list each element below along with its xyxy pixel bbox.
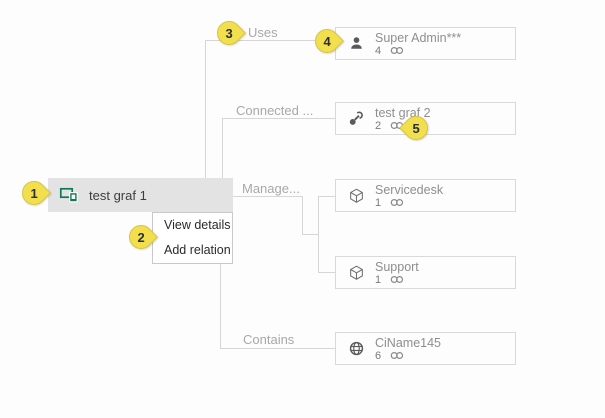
node-title: Servicedesk bbox=[375, 182, 444, 197]
link-icon[interactable] bbox=[390, 46, 404, 55]
cube-icon bbox=[348, 187, 365, 205]
devices-icon bbox=[59, 187, 79, 203]
connected-branch-line bbox=[222, 118, 335, 119]
menu-item-add-relation[interactable]: Add relation bbox=[164, 243, 231, 257]
connected-branch-line bbox=[222, 118, 223, 178]
root-node-test-graf-1[interactable]: test graf 1 bbox=[48, 178, 233, 212]
node-title: Super Admin*** bbox=[375, 30, 462, 45]
relation-label-connected: Connected ... bbox=[236, 103, 314, 118]
menu-item-view-details[interactable]: View details bbox=[164, 218, 231, 232]
person-icon bbox=[348, 35, 365, 52]
relation-label-manage: Manage... bbox=[242, 181, 300, 196]
uses-branch-line bbox=[205, 40, 206, 178]
relation-label-contains: Contains bbox=[243, 332, 295, 347]
node-servicedesk[interactable]: Servicedesk 1 bbox=[335, 179, 516, 212]
key-icon bbox=[348, 110, 365, 127]
relation-label-uses: Uses bbox=[248, 25, 278, 40]
root-node-label: test graf 1 bbox=[89, 187, 147, 203]
relation-count: 1 bbox=[375, 273, 382, 286]
relation-count: 4 bbox=[375, 44, 382, 57]
relation-count: 1 bbox=[375, 196, 382, 209]
node-super-admin[interactable]: Super Admin*** 4 bbox=[335, 27, 516, 60]
manage-branch-line bbox=[302, 196, 303, 234]
node-title: Support bbox=[375, 259, 419, 274]
callout-pin-3: 3 bbox=[212, 16, 246, 50]
manage-branch-line bbox=[318, 272, 335, 273]
callout-pin-1: 1 bbox=[17, 176, 51, 210]
manage-branch-line bbox=[318, 196, 335, 197]
node-title: CiName145 bbox=[375, 335, 442, 350]
link-icon[interactable] bbox=[390, 198, 404, 207]
contains-branch-line bbox=[220, 348, 335, 349]
manage-branch-line bbox=[302, 234, 318, 235]
manage-branch-line bbox=[318, 196, 319, 272]
manage-branch-line bbox=[233, 196, 302, 197]
node-ciname145[interactable]: CiName145 6 bbox=[335, 332, 516, 365]
node-support[interactable]: Support 1 bbox=[335, 256, 516, 289]
relation-count: 6 bbox=[375, 349, 382, 362]
globe-icon bbox=[348, 340, 365, 357]
uses-branch-line bbox=[205, 40, 335, 41]
link-icon[interactable] bbox=[390, 351, 404, 360]
link-icon[interactable] bbox=[390, 275, 404, 284]
context-menu: View details Add relation bbox=[152, 212, 233, 264]
relation-count: 2 bbox=[375, 119, 382, 132]
cube-icon bbox=[348, 264, 365, 282]
contains-branch-line bbox=[220, 212, 221, 348]
